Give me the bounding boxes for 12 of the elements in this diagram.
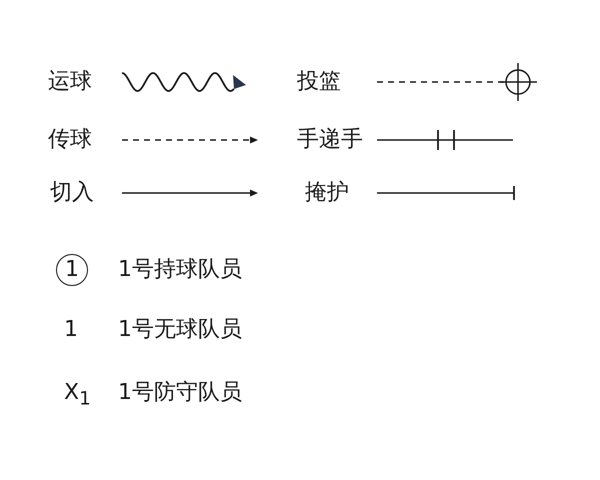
legend-label: 手递手 (297, 127, 363, 153)
legend-label: 掩护 (305, 180, 349, 206)
legend-label: 1号持球队员 (118, 257, 242, 283)
legend-label: 切入 (50, 180, 94, 206)
defender-symbol: X$_{1}$ (64, 380, 91, 412)
legend-label: 1号防守队员 (118, 380, 242, 406)
legend-label: 投篮 (297, 69, 341, 95)
player-number: 1 (64, 317, 78, 343)
legend-label: 传球 (48, 127, 92, 153)
circled-number: 1 (56, 254, 88, 286)
legend-label: 运球 (48, 69, 92, 95)
legend-label: 1号无球队员 (118, 317, 242, 343)
